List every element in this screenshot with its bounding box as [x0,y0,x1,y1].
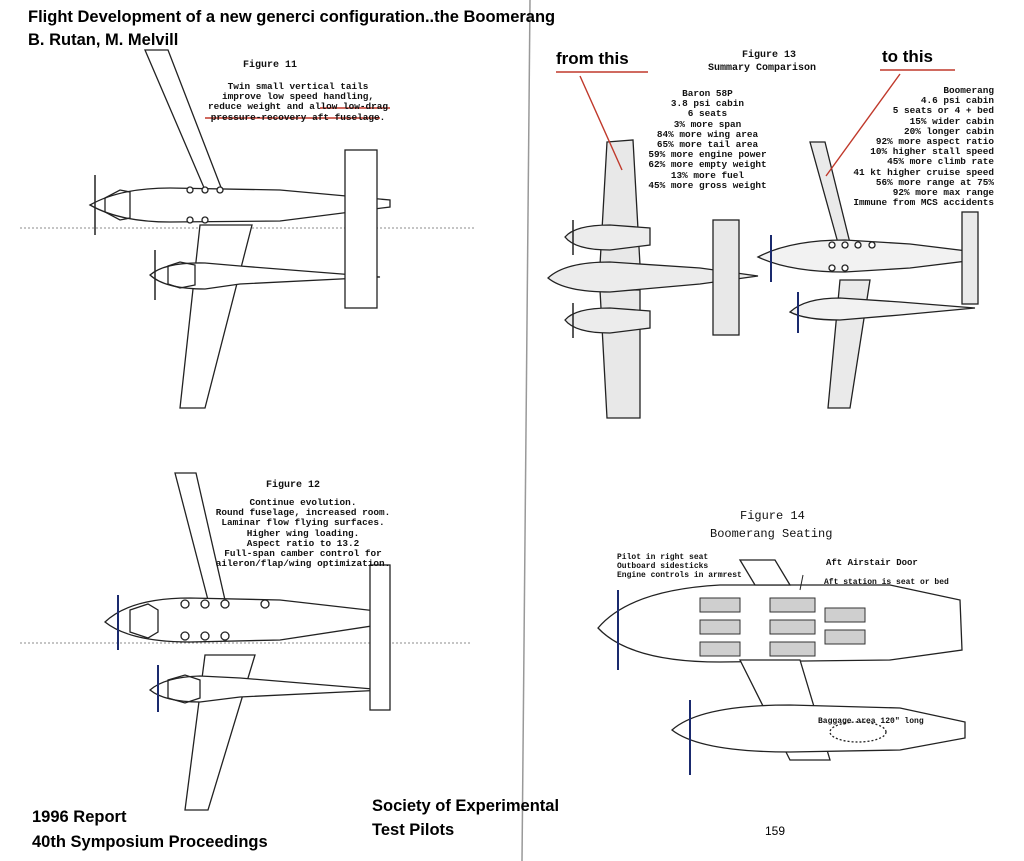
seating-note: Engine controls in armrest [617,571,742,580]
caption-line: Aspect ratio to 13.2 [246,537,360,549]
caption-line: Full-span camber control for [224,548,382,560]
from-this-label: from this [556,49,629,68]
boomerang-comparison: Boomerang 4.6 psi cabin 5 seats or 4 + b… [830,85,994,209]
boomerang-line: 45% more climb rate [887,156,994,168]
baron-line: 3.8 psi cabin [670,98,745,110]
symposium-label: 40th Symposium Proceedings [32,833,268,851]
caption-line: improve low speed handling, [222,91,374,103]
figure-12-title: Figure 12 [266,480,321,491]
baron-line: 45% more gross weight [648,179,767,191]
figure-11-title: Figure 11 [243,60,298,71]
report-year: 1996 Report [32,808,127,826]
caption-line: Higher wing loading. [246,527,360,539]
baron-line: 65% more tail area [656,139,759,151]
boomerang-line: 92% more max range [892,187,994,199]
baron-line: 13% more fuel [670,169,745,181]
figure-12-caption: Continue evolution. Round fuselage, incr… [208,497,398,570]
baron-comparison: Baron 58P 3.8 psi cabin 6 seats 3% more … [640,88,775,191]
caption-line: reduce weight and allow low-drag [207,101,389,113]
figure-13-title: Figure 13 [742,50,797,61]
figure-14-title: Figure 14 [740,509,805,523]
page-number: 159 [765,824,786,838]
caption-line: Continue evolution. [249,497,357,508]
seating-note: Pilot in right seat [617,553,709,562]
page-title: Flight Development of a new generci conf… [28,8,556,26]
society-line-1: Society of Experimental [372,797,560,815]
figure-13-subtitle: Summary Comparison [708,63,817,74]
caption-line: Twin small vertical tails [227,81,369,92]
figure-14-subtitle: Boomerang Seating [710,527,833,541]
boomerang-line: 5 seats or 4 + bed [892,105,994,117]
boomerang-line: 15% wider cabin [909,115,994,127]
boomerang-line: 92% more aspect ratio [875,136,994,148]
seating-note: Outboard sidesticks [617,562,709,571]
baron-line: 59% more engine power [648,149,767,161]
authors: B. Rutan, M. Melvill [28,31,179,49]
boomerang-line: 56% more range at 75% [875,176,994,188]
aft-door-label: Aft Airstair Door [826,558,918,568]
baron-line: Baron 58P [682,88,733,99]
caption-line: Round fuselage, increased room. [215,507,391,519]
boomerang-line: 20% longer cabin [903,125,994,137]
boomerang-line: 41 kt higher cruise speed [853,166,994,178]
boomerang-line: 4.6 psi cabin [920,95,994,107]
baron-line: 3% more span [673,118,742,130]
caption-line: aileron/flap/wing optimization. [215,558,391,570]
to-this-label: to this [882,47,933,66]
baron-line: 62% more empty weight [648,159,767,171]
caption-line: Laminar flow flying surfaces. [221,517,385,529]
society-line-2: Test Pilots [372,821,455,839]
caption-line: pressure-recovery aft fuselage. [210,111,386,123]
aft-station-label: Aft station is seat or bed [824,578,949,587]
figure-14-notes: Pilot in right seat Outboard sidesticks … [617,553,742,580]
baggage-label: Baggage area 120" long [818,717,924,726]
figure-11-caption: Twin small vertical tails improve low sp… [198,81,398,123]
boomerang-line: 10% higher stall speed [870,146,994,158]
baron-line: 6 seats [687,108,728,120]
boomerang-line: Boomerang [943,85,994,96]
boomerang-line: Immune from MCS accidents [853,197,994,209]
baron-line: 84% more wing area [656,128,759,140]
